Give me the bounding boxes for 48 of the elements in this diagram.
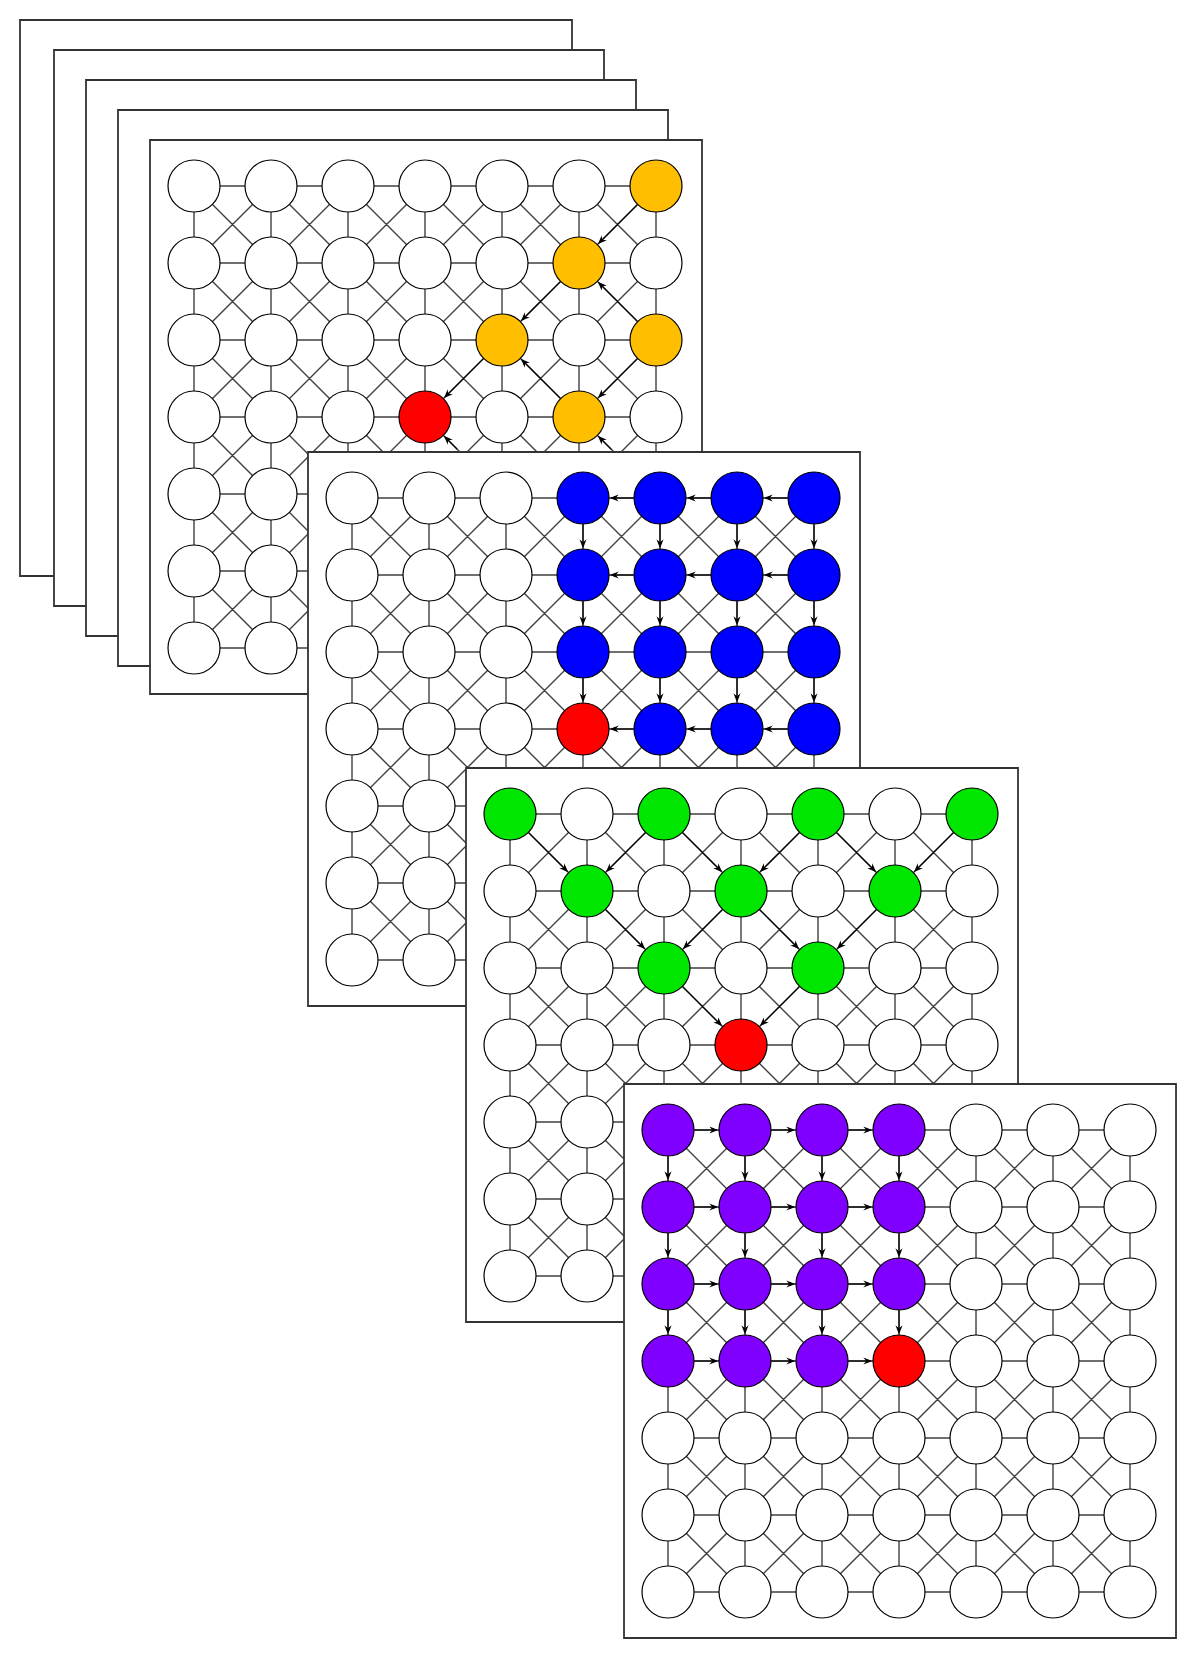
circle-node — [872, 1103, 926, 1157]
circle-node — [641, 1334, 695, 1388]
circle-node — [641, 1103, 695, 1157]
circle-node — [633, 702, 687, 756]
circle-node — [795, 1334, 849, 1388]
circle-node — [791, 941, 845, 995]
circle-node — [787, 702, 841, 756]
circle-node — [710, 471, 764, 525]
circle-node — [398, 390, 452, 444]
circle-node — [633, 625, 687, 679]
circle-node — [710, 702, 764, 756]
circle-node — [718, 1257, 772, 1311]
circle-node — [629, 159, 683, 213]
circle-node — [714, 1018, 768, 1072]
circle-node — [633, 548, 687, 602]
circle-node — [552, 390, 606, 444]
circle-node — [637, 941, 691, 995]
circle-node — [556, 702, 610, 756]
circle-node — [718, 1180, 772, 1234]
circle-node — [872, 1334, 926, 1388]
circle-node — [795, 1103, 849, 1157]
circle-node — [560, 864, 614, 918]
circle-node — [710, 548, 764, 602]
circle-node — [945, 787, 999, 841]
circle-node — [795, 1180, 849, 1234]
circle-node — [872, 1180, 926, 1234]
circle-node — [714, 864, 768, 918]
circle-node — [718, 1334, 772, 1388]
circle-node — [787, 548, 841, 602]
circle-node — [637, 787, 691, 841]
circle-node — [556, 625, 610, 679]
circle-node — [629, 313, 683, 367]
circle-node — [556, 471, 610, 525]
circle-node — [718, 1103, 772, 1157]
circle-node — [872, 1257, 926, 1311]
circle-node — [710, 625, 764, 679]
circle-node — [795, 1257, 849, 1311]
circle-node — [475, 313, 529, 367]
circle-node — [483, 787, 537, 841]
circle-node — [552, 236, 606, 290]
circle-node — [791, 787, 845, 841]
circle-node — [868, 864, 922, 918]
circle-node — [633, 471, 687, 525]
circle-node — [787, 471, 841, 525]
circle-node — [787, 625, 841, 679]
circle-node — [556, 548, 610, 602]
circle-node — [641, 1180, 695, 1234]
circle-node — [641, 1257, 695, 1311]
